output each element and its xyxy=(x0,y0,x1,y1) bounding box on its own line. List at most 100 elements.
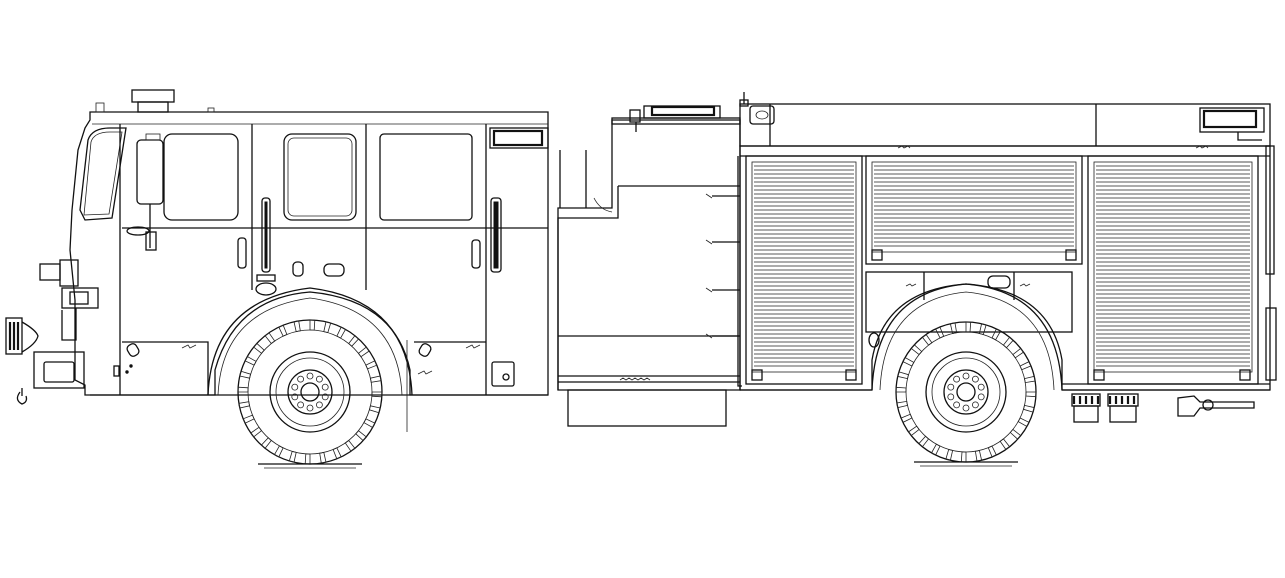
tread-lug xyxy=(965,321,972,333)
lug-nut xyxy=(321,383,329,391)
tread-lug xyxy=(273,445,284,458)
compartment-door-1 xyxy=(745,155,863,385)
tread-lug xyxy=(260,437,272,449)
lug-nut xyxy=(291,393,299,401)
tread-lug xyxy=(1017,417,1030,428)
tread-lug xyxy=(1024,375,1036,384)
front-tire-tread xyxy=(237,319,383,465)
crew-window-2 xyxy=(379,133,473,221)
lug-nut xyxy=(297,401,305,409)
tread-lug xyxy=(935,326,945,339)
tread-lug xyxy=(238,401,251,409)
tread-lug xyxy=(348,335,360,347)
tread-lug xyxy=(897,371,909,380)
tread-lug xyxy=(253,342,265,354)
crew-window-1 xyxy=(283,133,357,221)
front-lug-nuts xyxy=(291,372,329,412)
rear-door-handle xyxy=(471,239,481,269)
emblem xyxy=(126,226,150,236)
front-tire xyxy=(237,319,383,465)
tread-lug xyxy=(332,447,342,460)
rear-hub xyxy=(943,369,989,415)
apparatus-body xyxy=(737,92,1277,423)
wheelwell-compartment xyxy=(865,271,1073,333)
front-bumper xyxy=(5,259,99,405)
tread-lug xyxy=(945,449,954,461)
tread-lug xyxy=(288,450,297,463)
tread-lug xyxy=(960,451,967,463)
tread-lug xyxy=(895,386,907,393)
front-rim xyxy=(269,351,351,433)
lug-nut xyxy=(947,383,955,391)
front-marker-light xyxy=(39,263,61,281)
tread-lug xyxy=(1019,361,1032,371)
cab-top-light xyxy=(489,127,549,149)
tread-lug xyxy=(1009,428,1022,440)
lug-nut xyxy=(953,401,960,409)
tread-lug xyxy=(363,418,376,429)
tow-bar xyxy=(1177,395,1255,417)
rear-rim xyxy=(925,351,1007,433)
front-door-handle xyxy=(237,237,247,269)
compartment-door-2-slats xyxy=(874,165,1074,247)
bumper-box xyxy=(33,351,85,389)
tread-lug xyxy=(974,450,983,462)
body-top-light xyxy=(749,105,775,125)
compartment-door-3-slats xyxy=(1096,165,1250,367)
lug-nut xyxy=(291,383,299,391)
tread-lug xyxy=(1012,347,1025,359)
tread-lug xyxy=(921,333,933,346)
tread-lug xyxy=(900,413,913,423)
rear-tire-inner xyxy=(905,331,1027,453)
lug-nut xyxy=(962,372,970,380)
compartment-door-2 xyxy=(865,155,1083,265)
lug-nut xyxy=(297,375,305,383)
front-hub xyxy=(287,369,333,415)
tread-lug xyxy=(369,375,382,383)
tread-lug xyxy=(1023,404,1035,413)
lug-nut xyxy=(977,383,985,391)
tail-light xyxy=(1265,307,1277,381)
lug-nut xyxy=(321,393,329,401)
front-wheel xyxy=(207,287,413,469)
front-fender xyxy=(207,287,413,396)
rear-wheel xyxy=(871,283,1063,467)
tread-lug xyxy=(357,346,370,358)
lug-nut xyxy=(306,372,314,380)
body-top-rail xyxy=(739,103,1271,147)
tread-lug xyxy=(907,425,920,437)
tread-lug xyxy=(1025,391,1037,398)
tread-lug xyxy=(365,360,378,370)
fuel-door xyxy=(491,361,515,387)
lug-nut xyxy=(306,404,314,412)
tread-lug xyxy=(264,332,276,345)
lug-nut xyxy=(972,401,979,409)
lug-nut xyxy=(972,375,979,383)
tread-lug xyxy=(278,324,288,337)
rear-fender xyxy=(871,283,1063,391)
lug-nut xyxy=(962,404,970,412)
tread-lug xyxy=(323,321,332,334)
front-tire-inner xyxy=(247,329,373,455)
tread-lug xyxy=(319,451,327,464)
tread-lug xyxy=(309,319,316,331)
windshield xyxy=(79,127,127,221)
rear-grab-bar xyxy=(490,197,502,273)
tread-lug xyxy=(242,414,255,424)
tread-lug xyxy=(239,370,252,379)
tread-lug xyxy=(896,400,908,409)
tow-hook xyxy=(16,391,28,405)
tread-lug xyxy=(991,328,1002,341)
tread-lug xyxy=(902,356,915,367)
pump-panel xyxy=(557,105,741,427)
headlight xyxy=(5,317,23,355)
rear-grab-rail xyxy=(1265,145,1275,275)
lug-nut xyxy=(315,375,323,383)
tread-lug xyxy=(987,445,997,458)
pump-top-light xyxy=(629,109,641,123)
grab-bar xyxy=(261,197,271,273)
tread-lug xyxy=(344,439,356,452)
tread-lug xyxy=(304,453,311,465)
